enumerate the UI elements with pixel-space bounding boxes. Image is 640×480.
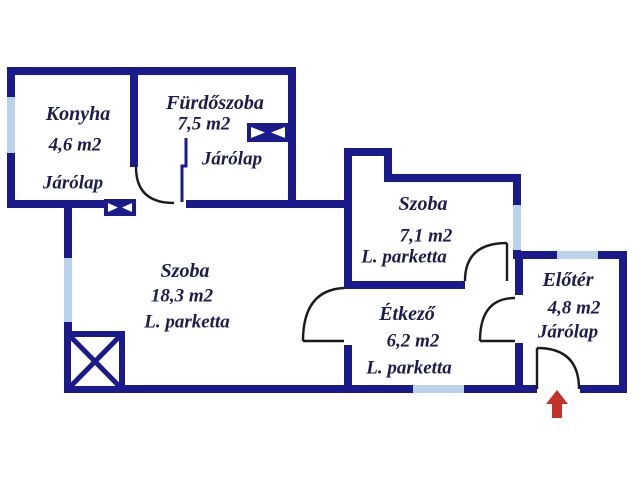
room-area-furdoszoba: 7,5 m2 (177, 113, 231, 135)
stove-icon (65, 331, 125, 392)
doors (134, 138, 581, 390)
room-area-szoba-kis: 7,1 m2 (399, 225, 453, 247)
door-arc-bathroom (134, 166, 175, 205)
window-foyer-top (557, 251, 598, 259)
windows (7, 97, 598, 393)
door-arc-dining-foyer (478, 296, 516, 342)
room-name-etkezo: Étkező (379, 303, 435, 325)
room-name-eloter: Előtér (542, 269, 594, 291)
door-arc-smallroom (463, 241, 508, 282)
room-floor-szoba-kis: L. parketta (361, 246, 447, 268)
room-floor-etkezo: L. parketta (366, 357, 452, 379)
room-area-szoba-nagy: 18,3 m2 (150, 285, 214, 307)
window-bigroom-left (64, 258, 72, 322)
door-arc-bigroom-dining (301, 286, 345, 342)
room-name-szoba-kis: Szoba (398, 193, 448, 215)
door-arc-entrance (536, 346, 581, 390)
room-area-konyha: 4,6 m2 (48, 134, 102, 156)
room-floor-szoba-nagy: L. parketta (144, 311, 230, 333)
window-smallroom-right (513, 205, 521, 250)
room-name-furdoszoba: Fürdőszoba (166, 92, 264, 114)
room-area-etkezo: 6,2 m2 (386, 330, 440, 352)
vent-shaft-icon-bathroom (247, 123, 289, 142)
window-kitchen-left (7, 97, 15, 153)
window-dining-bottom (413, 385, 464, 393)
door-leaf-bathroom (180, 138, 188, 202)
room-floor-furdoszoba: Járólap (201, 148, 263, 170)
room-name-konyha: Konyha (45, 103, 111, 125)
room-floor-konyha: Járólap (42, 172, 104, 194)
room-area-eloter: 4,8 m2 (547, 297, 601, 319)
entrance-arrow-icon (546, 390, 568, 418)
room-floor-eloter: Járólap (537, 321, 599, 343)
vent-shaft-icon-kitchen (104, 199, 136, 216)
room-name-szoba-nagy: Szoba (160, 260, 210, 282)
